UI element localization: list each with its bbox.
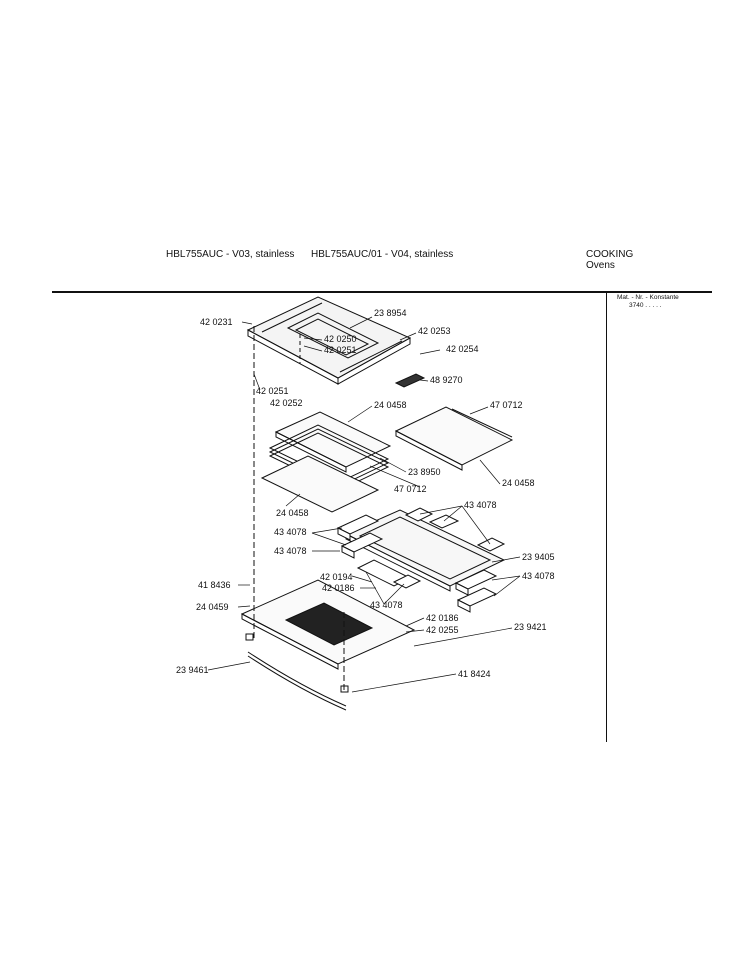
part-label: 24 0458 — [374, 400, 407, 410]
subcategory-title: Ovens — [586, 260, 615, 271]
part-label: 43 4078 — [274, 546, 307, 556]
part-label: 24 0458 — [276, 508, 309, 518]
part-label: 42 0252 — [270, 398, 303, 408]
model-variant-2: HBL755AUC/01 - V04, stainless — [311, 249, 454, 260]
part-label: 42 0194 — [320, 572, 353, 582]
part-label: 43 4078 — [464, 500, 497, 510]
part-label: 43 4078 — [274, 527, 307, 537]
model-variant-1: HBL755AUC - V03, stainless — [166, 249, 295, 260]
part-label: 42 0254 — [446, 344, 479, 354]
part-label: 43 4078 — [370, 600, 403, 610]
part-label: 42 0251 — [256, 386, 289, 396]
part-label: 42 0253 — [418, 326, 451, 336]
part-label: 42 0251 — [324, 345, 357, 355]
part-labels: 42 0231 23 8954 42 0253 42 0250 42 0251 … — [176, 308, 555, 679]
header-rule — [52, 291, 712, 293]
material-number-heading: Mat. - Nr. - Konstante — [617, 294, 679, 301]
part-label: 23 9405 — [522, 552, 555, 562]
part-label: 24 0459 — [196, 602, 229, 612]
part-label: 47 0712 — [490, 400, 523, 410]
spacer-blocks — [336, 507, 506, 613]
vent-plate-part — [394, 373, 426, 388]
part-label: 23 9461 — [176, 665, 209, 675]
part-label: 23 8950 — [408, 467, 441, 477]
side-divider — [606, 292, 607, 742]
part-label: 42 0255 — [426, 625, 459, 635]
part-label: 42 0250 — [324, 334, 357, 344]
part-label: 24 0458 — [502, 478, 535, 488]
glass-pane-left — [274, 411, 392, 473]
outer-door-panel — [240, 579, 416, 670]
material-number-value: 3740 . . . . . — [629, 302, 662, 309]
part-label: 48 9270 — [430, 375, 463, 385]
glass-pane-lower — [260, 455, 380, 513]
part-label: 42 0186 — [322, 583, 355, 593]
part-label: 41 8436 — [198, 580, 231, 590]
top-frame-part — [246, 296, 412, 385]
part-label: 23 9421 — [514, 622, 547, 632]
part-label: 23 8954 — [374, 308, 407, 318]
leader-lines — [207, 316, 521, 693]
part-label: 42 0231 — [200, 317, 233, 327]
glass-pane-right — [394, 406, 514, 471]
part-label: 47 0712 — [394, 484, 427, 494]
part-label: 42 0186 — [426, 613, 459, 623]
part-label: 43 4078 — [522, 571, 555, 581]
part-label: 41 8424 — [458, 669, 491, 679]
category-title: COOKING — [586, 249, 634, 260]
